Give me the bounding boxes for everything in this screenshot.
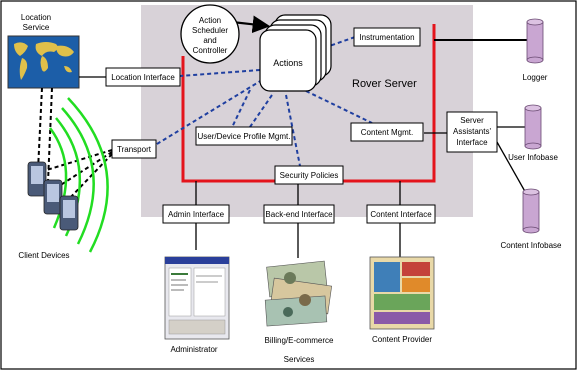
user-infobase-label: User Infobase — [508, 153, 558, 162]
svg-text:Admin Interface: Admin Interface — [168, 210, 225, 219]
administrator-label: Administrator — [170, 345, 217, 354]
backend-interface-box: Back-end Interface — [263, 204, 335, 224]
logger-label: Logger — [523, 73, 548, 82]
transport-box: Transport — [111, 139, 157, 159]
billing-label-2: Services — [284, 355, 315, 364]
scheduler-arrow — [231, 15, 271, 34]
instrumentation-box: Instrumentation — [353, 27, 421, 47]
content-mgmt-box: Content Mgmt. — [350, 122, 424, 142]
location-interface-box: Location Interface — [105, 67, 181, 87]
svg-text:Transport: Transport — [117, 145, 152, 154]
billing-label-1: Billing/E-commerce — [265, 336, 334, 345]
money-stack-icon — [264, 260, 333, 327]
security-policies-box: Security Policies — [274, 165, 344, 185]
logger-cylinder-icon — [526, 18, 544, 64]
admin-interface-box: Admin Interface — [162, 204, 230, 224]
svg-text:Interface: Interface — [456, 138, 488, 147]
action-scheduler-node: Action Scheduler and Controller — [180, 4, 240, 64]
svg-text:Controller: Controller — [193, 46, 228, 55]
svg-text:Assistants': Assistants' — [453, 127, 491, 136]
svg-text:User/Device Profile Mgmt.: User/Device Profile Mgmt. — [198, 132, 291, 141]
actions-label: Actions — [273, 58, 303, 68]
client-devices-label: Client Devices — [18, 251, 69, 260]
content-infobase-cylinder-icon — [522, 188, 540, 234]
pda-device-icon-1 — [27, 161, 47, 197]
user-profile-box: User/Device Profile Mgmt. — [195, 126, 293, 146]
content-infobase-label: Content Infobase — [501, 241, 562, 250]
svg-text:Server: Server — [460, 116, 484, 125]
location-service-label-1: Location — [21, 13, 51, 22]
svg-text:Action: Action — [199, 16, 221, 25]
svg-text:Back-end Interface: Back-end Interface — [265, 210, 333, 219]
admin-console-icon — [164, 256, 230, 340]
world-map-icon — [7, 35, 80, 89]
actions-stack: Actions — [259, 14, 332, 92]
assistants-to-contentinfo-line — [496, 141, 528, 196]
server-assistants-box: Server Assistants' Interface — [446, 111, 498, 153]
pda-device-icon-3 — [59, 195, 79, 231]
content-interface-box: Content Interface — [366, 204, 436, 224]
pda-device-icon-2 — [43, 179, 63, 215]
svg-text:Instrumentation: Instrumentation — [359, 33, 414, 42]
content-provider-label: Content Provider — [372, 335, 432, 344]
svg-text:Location Interface: Location Interface — [111, 73, 175, 82]
rover-server-label: Rover Server — [352, 78, 417, 90]
user-infobase-cylinder-icon — [524, 104, 542, 150]
svg-text:Content Mgmt.: Content Mgmt. — [361, 128, 413, 137]
location-service-label-2: Service — [23, 23, 50, 32]
svg-text:Content Interface: Content Interface — [370, 210, 432, 219]
svg-text:Security Policies: Security Policies — [280, 171, 339, 180]
content-provider-icon — [369, 256, 435, 330]
svg-text:and: and — [203, 36, 216, 45]
svg-text:Scheduler: Scheduler — [192, 26, 228, 35]
